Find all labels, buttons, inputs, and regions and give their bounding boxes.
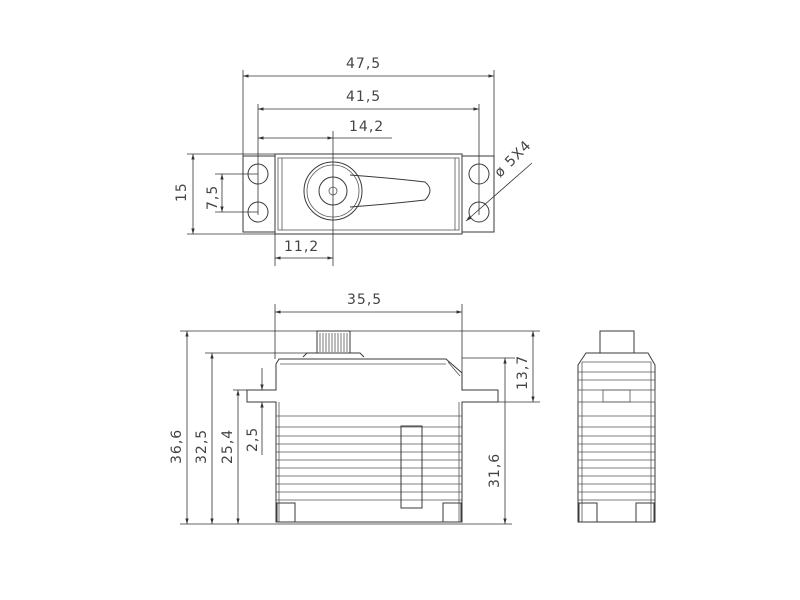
- side-view: 35,5 36,6 32,5 25,4 2,5 13,7 31,6: [169, 292, 540, 525]
- dim-flange-thickness: 2,5: [245, 427, 261, 452]
- dim-overall-length: 47,5: [346, 56, 381, 72]
- dim-case-height: 31,6: [487, 453, 503, 488]
- dim-height-to-case-top: 32,5: [194, 429, 210, 464]
- cooling-fins: [276, 402, 462, 522]
- dim-hole-to-shaft: 14,2: [349, 119, 384, 135]
- dim-height: 15: [174, 182, 190, 202]
- dim-mount-hole-spacing: 41,5: [346, 89, 381, 105]
- top-view: 47,5 41,5 14,2 15 7,5 11,2 ø 5X4: [174, 56, 535, 266]
- mount-slot-icon: [247, 163, 490, 223]
- servo-horn-icon: [303, 161, 431, 221]
- dim-body-length: 35,5: [347, 292, 382, 308]
- dim-body-to-shaft: 11,2: [284, 239, 319, 255]
- dim-hole-pitch: 7,5: [205, 185, 221, 210]
- dim-height-to-flange: 25,4: [220, 429, 236, 464]
- dim-total-height: 36,6: [169, 429, 185, 464]
- end-view: [577, 330, 656, 523]
- dim-above-flange: 13,7: [515, 355, 531, 390]
- dim-hole-diameter: ø 5X4: [492, 137, 535, 180]
